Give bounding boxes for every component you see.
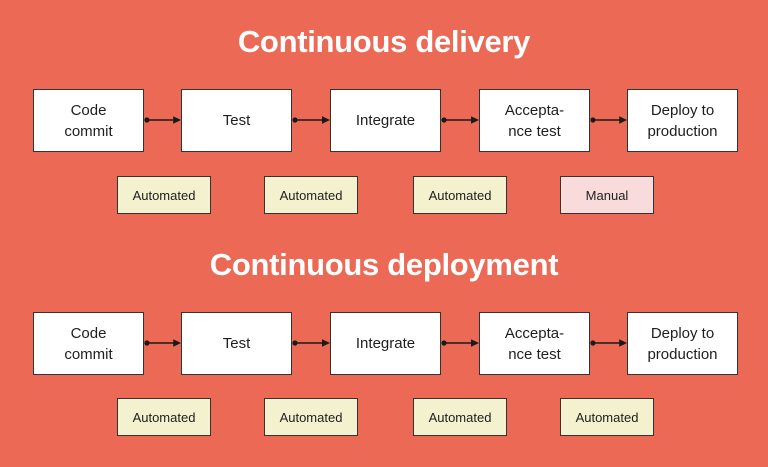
status-label-text: Automated xyxy=(279,409,343,425)
flow-arrow xyxy=(441,337,479,349)
status-label-text: Automated xyxy=(132,187,196,203)
step-label: Accepta- nce test xyxy=(504,324,565,363)
flow-arrow xyxy=(144,114,181,126)
delivery-step-integrate: Integrate xyxy=(330,89,441,152)
status-label-automated: Automated xyxy=(560,398,654,436)
delivery-step-code-commit: Code commit xyxy=(33,89,144,152)
deployment-step-deploy-production: Deploy to production xyxy=(627,312,738,375)
status-label-automated: Automated xyxy=(117,176,211,214)
arrow-icon xyxy=(590,339,627,347)
arrow-icon xyxy=(441,116,479,124)
deployment-step-integrate: Integrate xyxy=(330,312,441,375)
step-label: Deploy to production xyxy=(647,324,718,363)
flow-arrow xyxy=(590,114,627,126)
flow-arrow xyxy=(292,114,330,126)
delivery-step-acceptance-test: Accepta- nce test xyxy=(479,89,590,152)
step-label: Code commit xyxy=(64,101,113,140)
arrow-icon xyxy=(441,339,479,347)
step-label: Deploy to production xyxy=(647,101,718,140)
status-label-automated: Automated xyxy=(264,398,358,436)
step-label: Code commit xyxy=(64,324,113,363)
status-label-text: Automated xyxy=(428,409,492,425)
arrow-icon xyxy=(144,339,181,347)
arrow-icon xyxy=(292,116,330,124)
step-label: Integrate xyxy=(355,112,416,129)
status-label-manual: Manual xyxy=(560,176,654,214)
section-title-deployment: Continuous deployment xyxy=(209,247,559,282)
deployment-step-acceptance-test: Accepta- nce test xyxy=(479,312,590,375)
status-label-automated: Automated xyxy=(413,398,507,436)
flow-arrow xyxy=(441,114,479,126)
delivery-step-test: Test xyxy=(181,89,292,152)
deployment-step-test: Test xyxy=(181,312,292,375)
section-title-delivery: Continuous delivery xyxy=(237,24,531,59)
step-label: Accepta- nce test xyxy=(504,101,565,140)
flow-arrow xyxy=(292,337,330,349)
deployment-step-code-commit: Code commit xyxy=(33,312,144,375)
arrow-icon xyxy=(292,339,330,347)
status-label-text: Automated xyxy=(279,187,343,203)
arrow-icon xyxy=(144,116,181,124)
step-label: Test xyxy=(222,112,251,129)
arrow-icon xyxy=(590,116,627,124)
status-label-automated: Automated xyxy=(413,176,507,214)
status-label-text: Automated xyxy=(428,187,492,203)
step-label: Test xyxy=(222,335,251,352)
status-label-text: Manual xyxy=(585,187,629,203)
status-label-automated: Automated xyxy=(117,398,211,436)
step-label: Integrate xyxy=(355,335,416,352)
status-label-text: Automated xyxy=(132,409,196,425)
status-label-text: Automated xyxy=(575,409,639,425)
status-label-automated: Automated xyxy=(264,176,358,214)
flow-arrow xyxy=(590,337,627,349)
delivery-step-deploy-production: Deploy to production xyxy=(627,89,738,152)
flow-arrow xyxy=(144,337,181,349)
